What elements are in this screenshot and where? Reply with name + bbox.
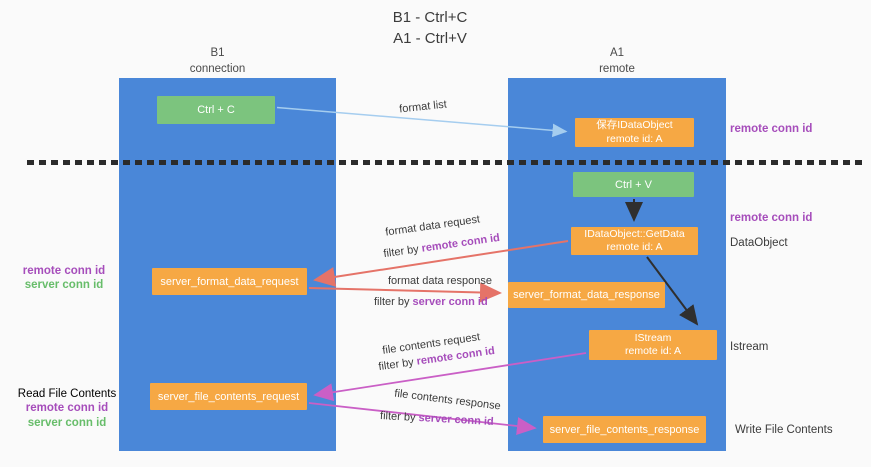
arrow-file-contents-response [308,402,537,435]
dataobject-label: DataObject [730,237,788,249]
left-server-conn-id: server conn id [24,279,104,292]
lane-header-a1: A1 remote [508,46,726,77]
diagram-title: B1 - Ctrl+C A1 - Ctrl+V [295,7,565,49]
node-save-idataobject-line1: 保存IDataObject [596,119,673,132]
node-istream-line1: IStream [634,331,672,344]
node-server-file-contents-response-label: server_file_contents_response [549,423,700,436]
node-getdata-line2: remote id: A [606,241,663,253]
arrow-getdata-to-istream [646,256,699,326]
lane-b1-subtitle: connection [189,62,246,75]
node-save-idataobject-line2: remote id: A [606,132,663,145]
node-server-format-data-request-label: server_format_data_request [160,275,299,288]
session-separator-line [27,160,862,165]
right-remote-conn-id-2: remote conn id [730,212,813,224]
server-conn-id-text: server conn id [412,296,488,308]
node-ctrl-v: Ctrl + V [573,172,694,197]
arrow-format-list [276,106,568,138]
lane-header-b1: B1 connection [109,46,326,77]
istream-label: Istream [730,341,769,353]
title-line-1: B1 - Ctrl+C [392,9,468,26]
node-istream-line2: remote id: A [624,345,682,357]
node-ctrl-v-label: Ctrl + V [615,178,652,191]
node-server-format-data-request: server_format_data_request [152,268,307,295]
lane-a1-subtitle: remote [599,62,635,75]
node-ctrl-c-label: Ctrl + C [197,104,235,116]
node-istream: IStream remote id: A [589,330,717,360]
node-server-format-data-response: server_format_data_response [508,282,665,308]
read-file-contents-group: Read File Contents remote conn id server… [14,387,120,430]
left-server-conn-id-2: server conn id [27,416,107,429]
read-file-contents-label: Read File Contents [17,388,117,400]
lane-b1-title: B1 [210,47,225,59]
edge-label-format-data-response: format data response [388,275,492,287]
write-file-contents-label: Write File Contents [735,424,833,436]
left-remote-conn-id-2: remote conn id [25,402,109,415]
node-server-file-contents-request: server_file_contents_request [150,383,307,410]
node-getdata-line1: IDataObject::GetData [584,227,685,240]
left-remote-conn-id: remote conn id [22,265,106,277]
filter-by-text: filter by [379,410,419,425]
node-server-file-contents-response: server_file_contents_response [543,416,706,443]
title-line-2: A1 - Ctrl+V [393,30,467,47]
left-conn-id-group: remote conn id server conn id [18,264,110,293]
node-save-idataobject: 保存IDataObject remote id: A [575,118,694,147]
arrow-format-data-request [313,240,569,287]
edge-label-filter-server-1: filter by server conn id [374,296,488,308]
lane-a1-title: A1 [609,47,625,59]
right-remote-conn-id-1: remote conn id [730,123,813,135]
filter-by-text: filter by [374,296,413,308]
node-server-format-data-response-label: server_format_data_response [513,289,660,301]
node-ctrl-c: Ctrl + C [157,96,275,124]
arrow-format-data-response [308,282,502,303]
arrow-file-contents-request [313,352,587,402]
node-server-file-contents-request-label: server_file_contents_request [157,390,300,403]
node-idataobject-getdata: IDataObject::GetData remote id: A [571,227,698,255]
